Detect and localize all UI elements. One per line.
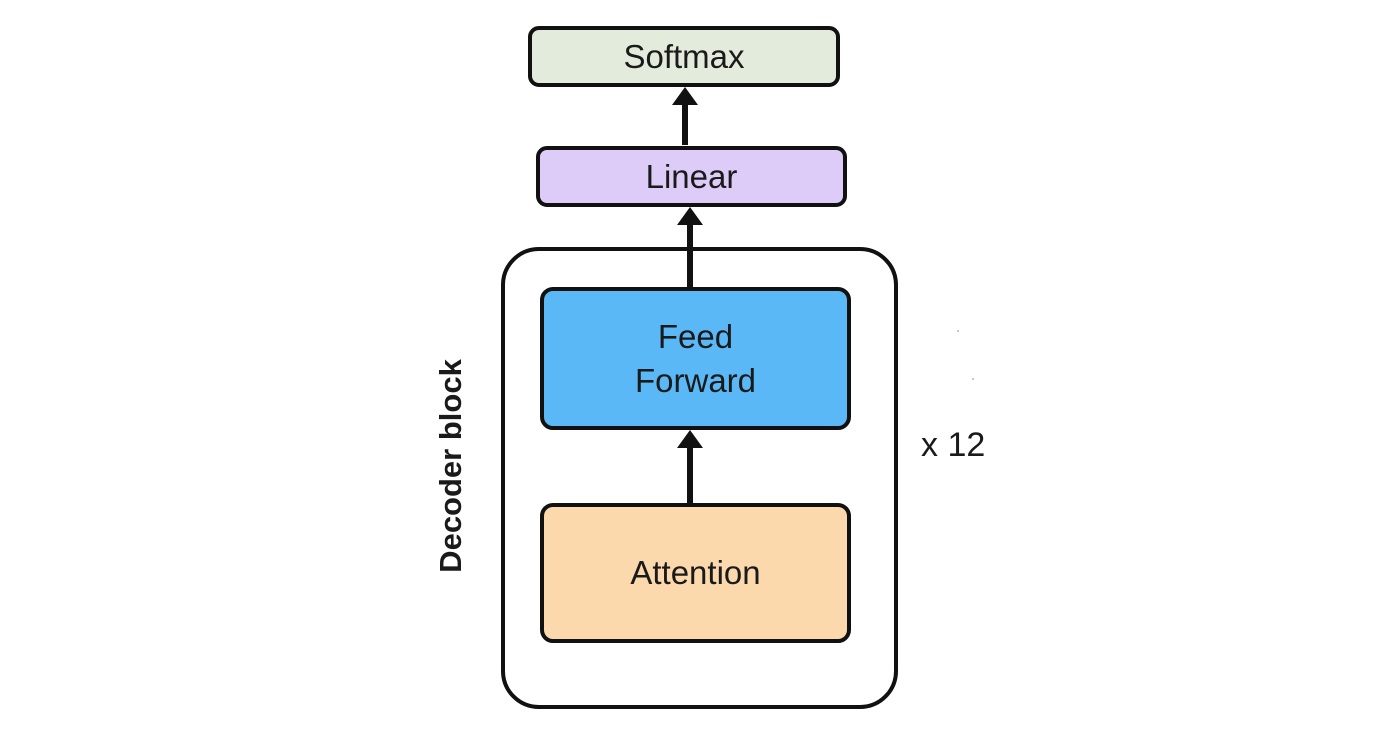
repeat-count-label: x 12 [921, 426, 986, 464]
decoder-block-label: Decoder block [433, 359, 468, 573]
arrow-attention-to-feedforward [677, 430, 703, 503]
softmax-box: Softmax [528, 26, 840, 87]
arrow-feedforward-to-linear [677, 207, 703, 287]
feed-forward-label: Feed Forward [635, 315, 756, 403]
arrow-head [677, 430, 703, 448]
linear-label: Linear [645, 157, 738, 195]
attention-box: Attention [540, 503, 851, 643]
linear-box: Linear [536, 146, 847, 207]
arrow-head [672, 87, 698, 105]
feed-forward-label-line2: Forward [634, 361, 757, 399]
feed-forward-box: Feed Forward [540, 287, 851, 430]
attention-label: Attention [630, 554, 761, 591]
feed-forward-label-line1: Feed [657, 317, 734, 355]
arrow-linear-to-softmax [672, 87, 698, 145]
arrow-head [677, 207, 703, 225]
dust-speck [957, 330, 959, 332]
softmax-label: Softmax [623, 37, 745, 75]
dust-speck [972, 378, 974, 380]
